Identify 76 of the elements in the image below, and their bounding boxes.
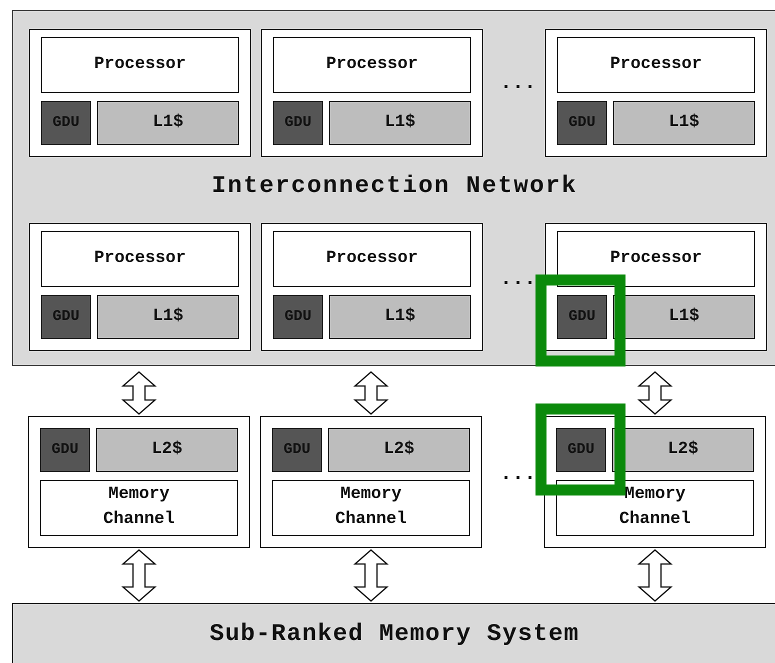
box-label: Processor: [326, 54, 418, 76]
box-label: Memory Channel: [618, 484, 692, 531]
gdu-label: GDU: [284, 307, 312, 328]
gdu-box: [273, 101, 323, 145]
gdu-box: [40, 428, 90, 472]
ellipsis-label: ...: [500, 72, 536, 95]
double-arrow: [353, 549, 389, 602]
ellipsis-label: ...: [500, 268, 536, 291]
box-label: Processor: [94, 54, 186, 76]
box-label: L1$: [152, 112, 184, 134]
gdu-label: GDU: [283, 440, 310, 460]
cache-box: [613, 295, 755, 339]
box-label: L1$: [152, 306, 184, 328]
memory-channel-box: [272, 480, 470, 536]
box-label: L2$: [668, 438, 698, 461]
double-arrow: [353, 371, 389, 415]
memory-tile: [28, 416, 250, 548]
box-label: L1$: [668, 112, 700, 134]
processor-tile: [261, 29, 483, 157]
memory-tile: [260, 416, 482, 548]
box-label: Processor: [326, 248, 418, 270]
gdu-box: [41, 101, 91, 145]
box-label: Memory Channel: [334, 484, 408, 531]
double-arrow: [637, 549, 673, 602]
gdu-label: GDU: [284, 113, 312, 134]
system-title: Sub-Ranked Memory System: [210, 620, 580, 650]
processor-tile: [545, 29, 767, 157]
processor-box: [557, 37, 755, 93]
processor-box: [273, 231, 471, 287]
box-label: L1$: [384, 306, 416, 328]
gdu-box: [557, 295, 607, 339]
box-label: Processor: [610, 248, 702, 270]
gdu-box: [41, 295, 91, 339]
box-label: L2$: [384, 438, 414, 461]
processor-box: [273, 37, 471, 93]
cache-box: [613, 101, 755, 145]
box-label: L1$: [668, 306, 700, 328]
gdu-box: [273, 295, 323, 339]
cache-box: [97, 101, 239, 145]
double-arrow: [121, 549, 157, 602]
cache-box: [329, 295, 471, 339]
gdu-box: [557, 101, 607, 145]
cache-box: [96, 428, 238, 472]
processor-tile: [261, 223, 483, 351]
processor-tile: [29, 29, 251, 157]
panel-title: Interconnection Network: [212, 173, 578, 200]
box-label: Processor: [94, 248, 186, 270]
gdu-label: GDU: [568, 113, 596, 134]
ellipsis-label: ...: [500, 463, 536, 486]
gdu-label: GDU: [52, 113, 80, 134]
memory-tile: [544, 416, 766, 548]
box-label: L1$: [384, 112, 416, 134]
memory-system-bar: [12, 603, 775, 663]
gdu-label: GDU: [567, 440, 594, 460]
processor-tile: [545, 223, 767, 351]
gdu-box: [556, 428, 606, 472]
box-label: L2$: [152, 438, 182, 461]
processor-box: [557, 231, 755, 287]
cache-box: [612, 428, 754, 472]
box-label: Memory Channel: [102, 484, 176, 531]
gdu-label: GDU: [52, 307, 80, 328]
cache-box: [328, 428, 470, 472]
gdu-label: GDU: [51, 440, 78, 460]
interconnect-panel: [12, 10, 775, 366]
memory-channel-box: [556, 480, 754, 536]
processor-tile: [29, 223, 251, 351]
processor-box: [41, 231, 239, 287]
cache-box: [97, 295, 239, 339]
double-arrow: [637, 371, 673, 415]
cache-box: [329, 101, 471, 145]
memory-channel-box: [40, 480, 238, 536]
box-label: Processor: [610, 54, 702, 76]
double-arrow: [121, 371, 157, 415]
gdu-box: [272, 428, 322, 472]
gdu-label: GDU: [568, 307, 596, 328]
processor-box: [41, 37, 239, 93]
